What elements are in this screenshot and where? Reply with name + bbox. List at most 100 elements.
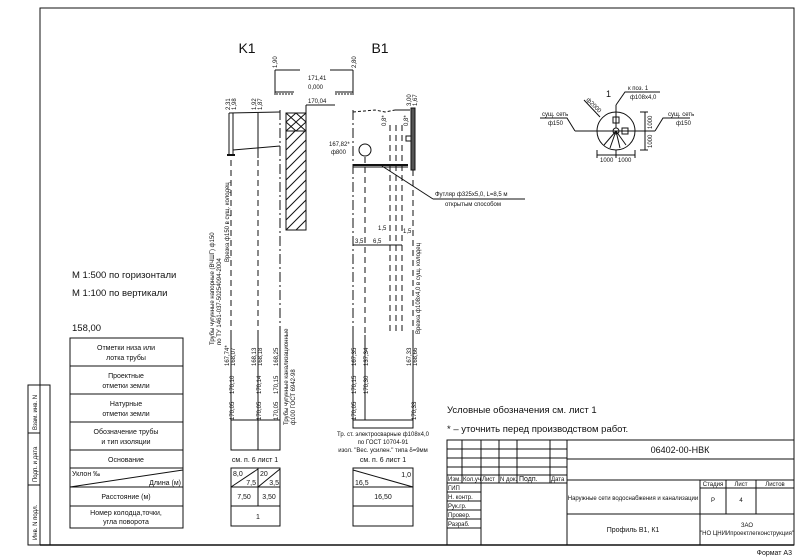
b1-bottom-3: 167,33 <box>407 347 413 366</box>
k1-pipe-note2: по ТУ 1461-037-50254094-2004 <box>217 258 223 345</box>
row-length: Длина (м) <box>149 480 181 487</box>
b1-title: B1 <box>371 40 388 56</box>
format-label: Формат А3 <box>757 550 792 557</box>
plan-left-label: сущ. сеть <box>542 112 568 118</box>
b1-slope: 1,0 <box>401 472 411 479</box>
k1-bottom-5: 168,25 <box>274 347 280 366</box>
k1-title: K1 <box>238 40 255 56</box>
stamp-sign: Подп. и дата <box>33 446 39 482</box>
k1-depth-187: 1,87 <box>258 98 264 110</box>
row-pipe-2: и тип изоляции <box>101 439 150 446</box>
k1-project-2: 170,14 <box>257 375 263 394</box>
plan-right-label: сущ. сеть <box>668 112 694 118</box>
row-base: Основание <box>108 457 144 464</box>
row-pipe-1: Обозначение трубы <box>94 428 159 436</box>
asterisk-note: * – уточнить перед производством работ. <box>447 424 628 435</box>
col-list: Лист <box>482 477 495 483</box>
b1-natural-2: 170,33 <box>412 401 418 420</box>
row-natural-1: Натурные <box>110 401 142 408</box>
stamp-inv: Инв. N подл. <box>33 504 39 540</box>
col-sign: Подп. <box>519 476 538 483</box>
k1-bottom-4: 168,18 <box>258 347 264 366</box>
legend-note: Условные обозначения см. лист 1 <box>447 405 597 416</box>
b1-pipe-note2: по ГОСТ 10704-91 <box>358 440 409 446</box>
project-name: Наружные сети водоснабжения и канализаци… <box>568 496 699 502</box>
k1-distance-1: 7,50 <box>237 494 251 501</box>
k1-length-2: 3,5 <box>269 480 279 487</box>
row-distance: Расстояние (м) <box>101 494 150 501</box>
plan-pipe: ф108х4,0 <box>630 95 657 101</box>
k1-depth-198: 1,98 <box>232 98 238 110</box>
org-line2: "НО ЦНИИпроектлегконструкция" <box>700 531 794 537</box>
plan-ref: к поз. 1 <box>628 86 649 92</box>
org-line1: ЗАО <box>741 523 753 529</box>
k1-mark-170: 170,04 <box>308 99 327 105</box>
plan-left-diam: ф150 <box>548 121 564 127</box>
role-prover: Провер. <box>448 513 471 519</box>
b1-dim-15a: 1,5 <box>378 226 387 232</box>
role-nkontr: Н. контр. <box>448 495 473 501</box>
row-slope: Уклон ‰ <box>72 471 100 478</box>
k1-depth-231: 2,31 <box>226 98 232 110</box>
plan-dim-1: 1000 <box>600 158 614 164</box>
b1-mark-167: 167,82* <box>329 142 350 148</box>
row-number-1: Номер колодца,точки, <box>90 510 162 517</box>
row-number-2: угла поворота <box>103 519 149 526</box>
plan-well-number: 1 <box>606 89 611 99</box>
b1-project-2: 170,30 <box>364 375 370 394</box>
k1-project-1: 170,10 <box>230 375 236 394</box>
b1-bottom-2: 137,34 <box>364 347 370 366</box>
row-bottom-marks-2: лотка трубы <box>106 354 146 362</box>
k1-depth-192: 1,92 <box>252 98 258 110</box>
b1-depth-167: 1,67 <box>413 94 419 106</box>
k1-bottom-2: 168,07 <box>231 347 237 366</box>
plan-dim-3: 1000 <box>648 115 654 129</box>
k1-natural-3: 170,15 <box>274 375 280 394</box>
sheet-label: Лист <box>734 482 747 488</box>
sheet-value: 4 <box>739 498 743 504</box>
k1-depth-190: 1,90 <box>273 56 279 68</box>
datum-mark: 158,00 <box>72 323 101 334</box>
b1-well-diam: ф800 <box>331 150 347 156</box>
b1-insert-note: Врезка ф108х4,0 в сущ. колодец <box>416 242 422 334</box>
b1-depth-300: 3,00 <box>407 94 413 106</box>
col-kol: Кол.уч <box>463 477 481 483</box>
profile-table-labels <box>69 337 184 529</box>
b1-depth-08b: 0,8* <box>404 115 410 126</box>
b1-pipe-note: Тр. ст. электросварные ф108х4,0 <box>337 432 430 438</box>
scale-vertical: М 1:100 по вертикали <box>72 288 168 299</box>
title-block <box>446 439 795 546</box>
k1-pipe-note3: Трубы чугунные канализационные <box>284 328 290 425</box>
b1-case-note2: открытым способом <box>445 202 501 208</box>
b1-bottom-1: 167,35 <box>352 347 358 366</box>
sheets-label: Листов <box>765 482 785 488</box>
k1-natural-1: 170,05 <box>230 401 236 420</box>
row-project-2: отметки земли <box>102 383 149 390</box>
k1-insert-note: Врезка ф150 в сущ. колодец <box>225 182 231 262</box>
b1-distance: 16,50 <box>374 494 392 501</box>
row-natural-2: отметки земли <box>102 411 149 418</box>
k1-geometry <box>227 69 335 527</box>
k1-well-number: 1 <box>256 514 260 521</box>
k1-slope-1: 8,0 <box>233 471 243 478</box>
stamp-replace: Взам. инв. N <box>33 395 39 430</box>
b1-project-1: 170,15 <box>352 375 358 394</box>
well-plan <box>540 91 690 158</box>
b1-length: 16,5 <box>355 480 369 487</box>
doc-code: 06402-00-НВК <box>651 445 711 455</box>
k1-slope-2: 20 <box>260 471 268 478</box>
b1-dim-65: 6,5 <box>373 239 382 245</box>
role-gip: ГИП <box>448 486 460 492</box>
k1-bottom-3: 168,13 <box>252 347 258 366</box>
b1-geometry <box>330 69 525 527</box>
k1-natural-2: 170,05 <box>257 401 263 420</box>
b1-depth-08a: 0,8* <box>382 115 388 126</box>
plan-right-diam: ф150 <box>676 121 692 127</box>
plan-dim-2: 1000 <box>618 158 632 164</box>
role-razrab: Разраб. <box>448 522 470 528</box>
row-bottom-marks-1: Отметки низа или <box>97 345 155 352</box>
k1-bottom-1: 167,74* <box>225 345 231 366</box>
k1-zero-mark: 0,000 <box>308 85 324 91</box>
b1-dim-15b: 1,5 <box>403 229 412 235</box>
